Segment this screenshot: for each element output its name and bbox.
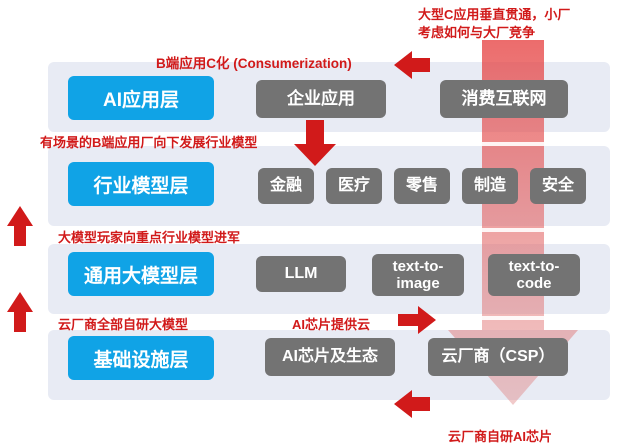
finance-box: 金融 (258, 168, 314, 204)
down-arrow-enterprise (294, 120, 336, 166)
left-arrow-b2c (394, 51, 430, 79)
enterprise-app-box: 企业应用 (256, 80, 386, 118)
cloud-self-model-note: 云厂商全部自研大模型 (58, 317, 189, 332)
llm-box: LLM (256, 256, 346, 292)
b-down-note: 有场景的B端应用厂向下发展行业模型 (40, 135, 258, 150)
security-box: 安全 (530, 168, 586, 204)
cloud-csp-box: 云厂商（CSP） (428, 338, 568, 376)
vertical-question-note: 大型C应用垂直贯通，小厂 考虑如何与大厂竞争 (418, 7, 571, 41)
left-arrow-cloud-chip (394, 390, 430, 418)
text-to-image-box: text-to- image (372, 254, 464, 296)
text-to-code-box: text-to- code (488, 254, 580, 296)
up-arrow-upper (7, 206, 33, 246)
manufacturing-box: 制造 (462, 168, 518, 204)
retail-box: 零售 (394, 168, 450, 204)
layer-label-industry-model: 行业模型层 (68, 162, 214, 206)
consumer-internet-box: 消费互联网 (440, 80, 568, 118)
layer-label-general-model: 通用大模型层 (68, 252, 214, 296)
model-players-note: 大模型玩家向重点行业模型进军 (58, 230, 241, 245)
b2c-note: B端应用C化 (Consumerization) (156, 56, 352, 71)
ai-chip-cloud-note: AI芯片提供云 (292, 317, 371, 332)
layer-label-infrastructure: 基础设施层 (68, 336, 214, 380)
right-arrow-ai-chip (398, 306, 436, 334)
cloud-self-chip-note: 云厂商自研AI芯片 (448, 429, 553, 444)
layer-label-app: AI应用层 (68, 76, 214, 120)
up-arrow-lower (7, 292, 33, 332)
ai-chip-ecosystem-box: AI芯片及生态 (265, 338, 395, 376)
healthcare-box: 医疗 (326, 168, 382, 204)
